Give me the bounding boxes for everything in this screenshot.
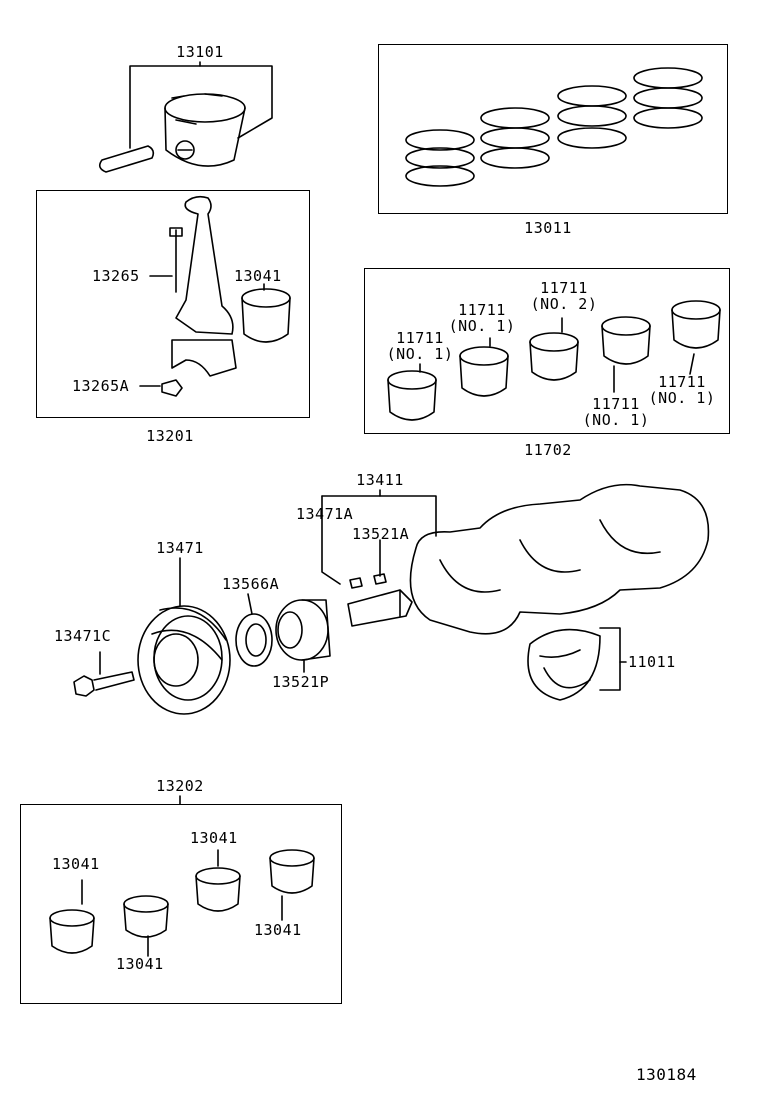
crankshaft-pulley-icon (137, 557, 231, 715)
label-main-bearing-3: 11711 (540, 279, 588, 297)
label-main-bearing-3-note: (NO. 2) (530, 295, 598, 313)
label-main-bearing-2: 11711 (458, 301, 506, 319)
rod-bearing-frame (20, 804, 342, 1004)
label-oil-seal: 13566A (222, 575, 280, 593)
label-thrust-washer: 11011 (628, 653, 676, 671)
label-connecting-rod-nut: 13265A (72, 377, 130, 395)
rod-nut-icon (139, 379, 183, 397)
label-rod-bearing-d: 13041 (254, 921, 302, 939)
label-rod-bearing-a: 13041 (52, 855, 100, 873)
label-rod-bearing-c: 13041 (190, 829, 238, 847)
timing-pulley-icon (275, 599, 331, 673)
label-connecting-rod-bolt: 13265 (92, 267, 140, 285)
label-connecting-rod-assembly: 13201 (146, 427, 194, 445)
label-crankshaft-key-b: 13521A (352, 525, 410, 543)
label-pulley-bolt: 13471C (54, 627, 112, 645)
label-timing-pulley: 13521P (272, 673, 330, 691)
label-main-bearing-set: 11702 (524, 441, 572, 459)
rod-bearing-icon (241, 283, 291, 343)
connecting-rod-icon (169, 195, 237, 377)
label-main-bearing-1-note: (NO. 1) (386, 345, 454, 363)
label-main-bearing-2-note: (NO. 1) (448, 317, 516, 335)
crankshaft-keys-icon (349, 573, 387, 589)
label-crankshaft: 13411 (356, 471, 404, 489)
label-crankshaft-key-a: 13471A (296, 505, 354, 523)
thrust-washers-icon (527, 627, 627, 701)
oil-seal-icon (235, 593, 273, 667)
label-connecting-rod-bearing: 13041 (234, 267, 282, 285)
label-rod-bearing-b: 13041 (116, 955, 164, 973)
label-main-bearing-5-note: (NO. 1) (648, 389, 716, 407)
diagram-number: 130184 (636, 1065, 697, 1084)
label-main-bearing-4-note: (NO. 1) (582, 411, 650, 429)
piston-pin-icon (98, 145, 155, 173)
crankshaft-icon (321, 483, 710, 635)
label-rod-bearing-set: 13202 (156, 777, 204, 795)
label-piston-ring-set: 13011 (524, 219, 572, 237)
piston-icon (129, 61, 273, 167)
piston-rings-icon (405, 67, 703, 187)
rod-bearing-set-icon (49, 795, 315, 957)
label-piston: 13101 (176, 43, 224, 61)
piston-ring-set-frame (378, 44, 728, 214)
main-bearing-frame (364, 268, 730, 434)
label-main-bearing-1: 11711 (396, 329, 444, 347)
connecting-rod-frame (36, 190, 310, 418)
main-bearings-icon (387, 300, 721, 421)
pulley-bolt-icon (73, 651, 135, 697)
label-pulley: 13471 (156, 539, 204, 557)
label-main-bearing-4: 11711 (592, 395, 640, 413)
label-main-bearing-5: 11711 (658, 373, 706, 391)
